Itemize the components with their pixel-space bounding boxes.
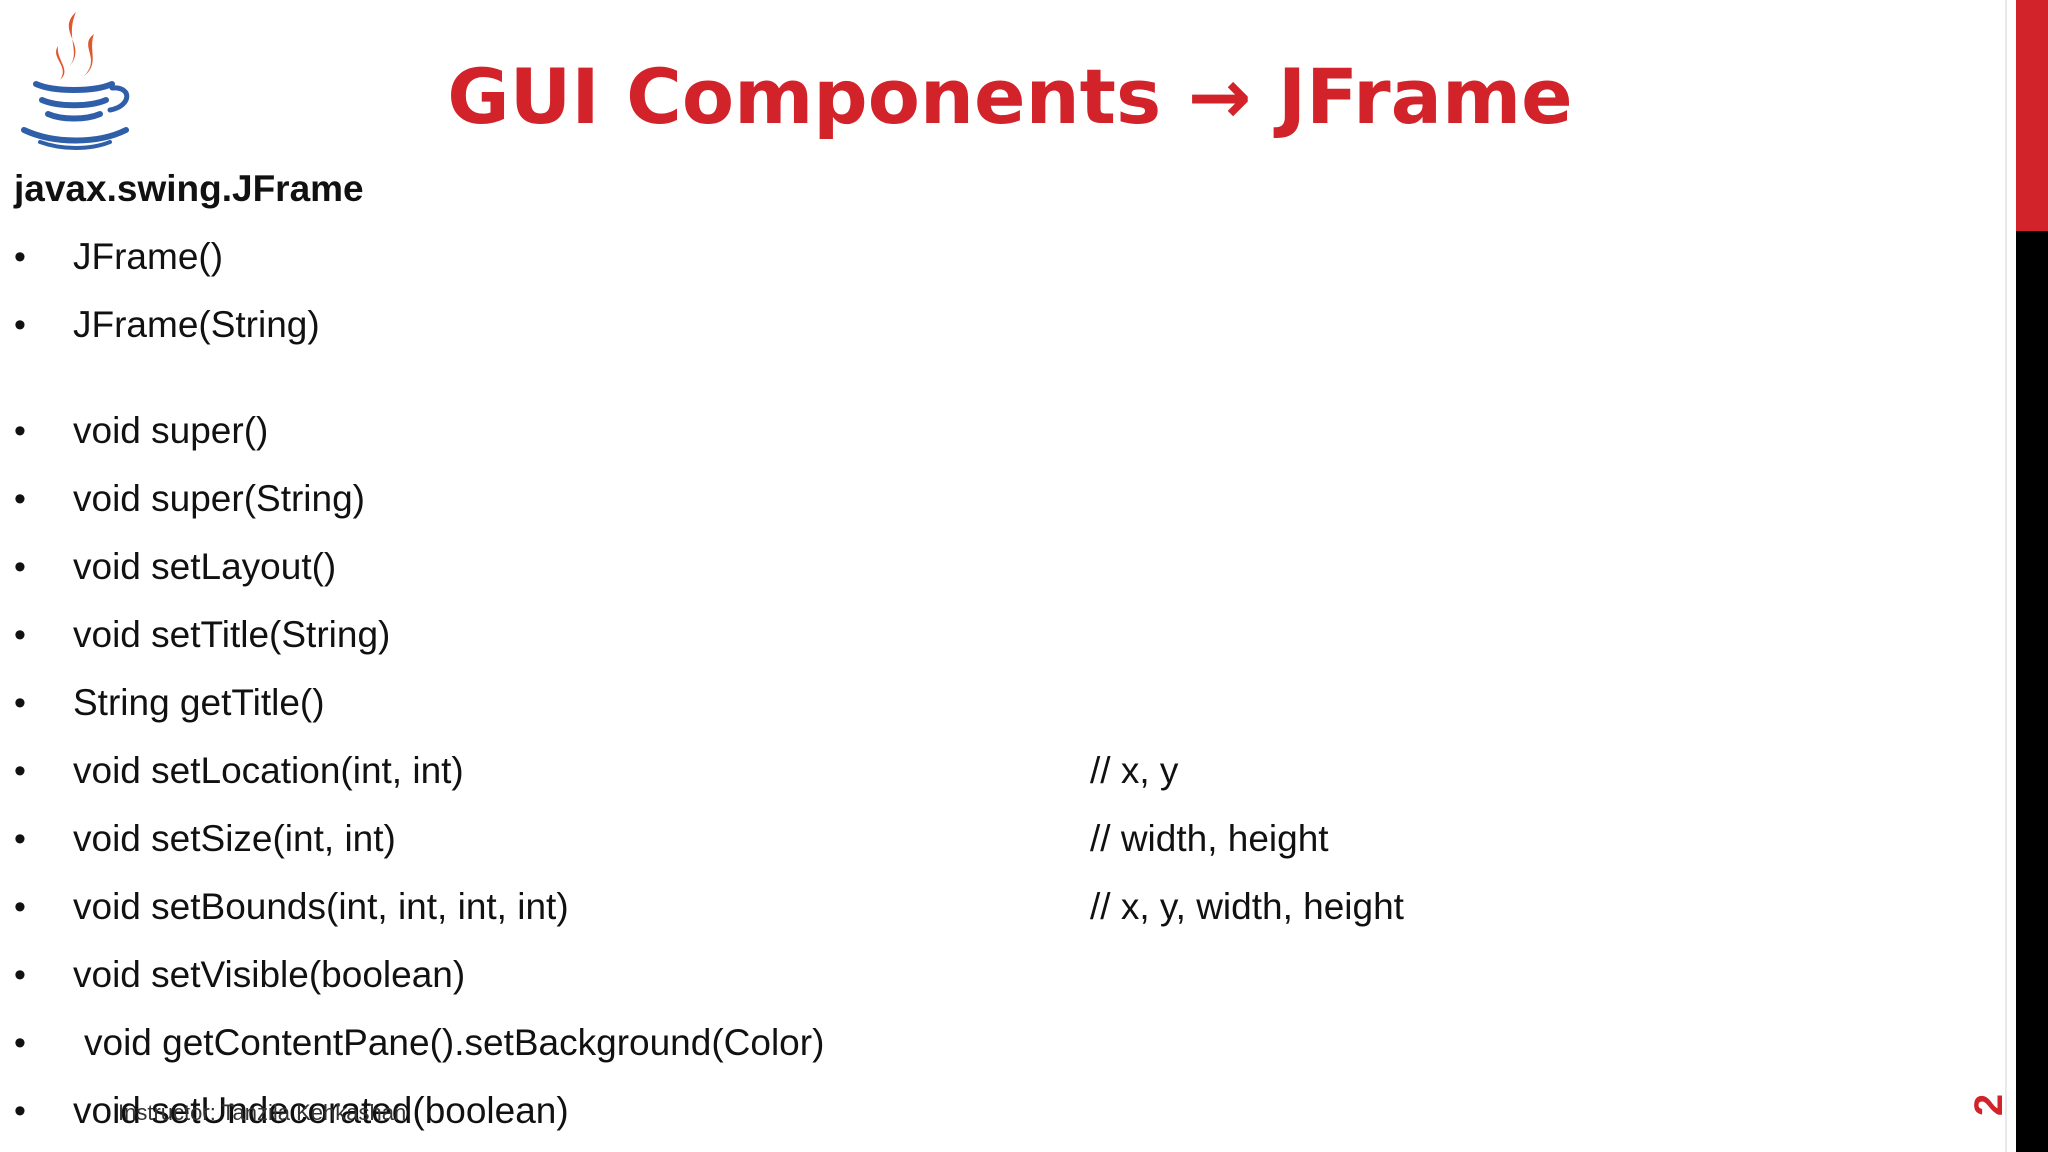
bullet-text: void setBounds(int, int, int, int)	[73, 886, 569, 927]
bullet-text: void getContentPane().setBackground(Colo…	[84, 1022, 825, 1063]
list-item: • void super()	[0, 408, 1600, 454]
bullet-icon: •	[14, 238, 26, 276]
bullet-text: JFrame()	[73, 236, 224, 277]
bullet-icon: •	[14, 888, 26, 926]
bullet-icon: •	[14, 1092, 26, 1130]
bullet-icon: •	[14, 616, 26, 654]
list-item: • JFrame()	[0, 234, 1600, 280]
bullet-icon: •	[14, 412, 26, 450]
list-item: • void super(String)	[0, 476, 1600, 522]
bullet-comment: // width, height	[1090, 818, 1329, 859]
bullet-text: void setUndecorated(boolean)	[73, 1090, 569, 1131]
bullet-icon: •	[14, 752, 26, 790]
bullet-text: void setVisible(boolean)	[73, 954, 466, 995]
bullet-icon: •	[14, 480, 26, 518]
bullet-text: void super(String)	[73, 478, 366, 519]
bullet-icon: •	[14, 820, 26, 858]
bullet-text: JFrame(String)	[73, 304, 320, 345]
bullet-text: void setLocation(int, int)	[73, 750, 464, 791]
list-item: • void setLayout()	[0, 544, 1600, 590]
bullet-comment: // x, y	[1090, 750, 1179, 791]
bullet-comment: // x, y, width, height	[1090, 886, 1404, 927]
bullet-text: void setSize(int, int)	[73, 818, 396, 859]
bullet-icon: •	[14, 956, 26, 994]
footer-instructor: Instructor: Tanzila Kehkashan	[118, 1100, 407, 1125]
list-item: • void getContentPane().setBackground(Co…	[0, 1020, 1600, 1066]
list-item: • void setLocation(int, int) // x, y	[0, 748, 1600, 794]
list-item: • void setUndecorated(boolean)	[0, 1088, 1600, 1134]
bullet-icon: •	[14, 306, 26, 344]
list-item: • void setSize(int, int) // width, heigh…	[0, 816, 1600, 862]
java-logo-icon	[21, 12, 130, 150]
bullet-icon: •	[14, 1024, 26, 1062]
bullet-icon: •	[14, 548, 26, 586]
side-band-accent	[2016, 0, 2048, 231]
slide-title: GUI Components → JFrame	[447, 52, 1573, 141]
list-item: • void setVisible(boolean)	[0, 952, 1600, 998]
list-item: • String getTitle()	[0, 680, 1600, 726]
bullet-text: String getTitle()	[73, 682, 325, 723]
list-item: • JFrame(String)	[0, 302, 1600, 348]
list-item: • void setBounds(int, int, int, int) // …	[0, 884, 1600, 930]
bullet-icon: •	[14, 684, 26, 722]
bullet-text: void super()	[73, 410, 269, 451]
side-divider	[2005, 0, 2007, 1152]
page-number: 2	[1967, 1093, 2011, 1117]
list-item: • void setTitle(String)	[0, 612, 1600, 658]
bullet-text: void setTitle(String)	[73, 614, 391, 655]
bullet-text: void setLayout()	[73, 546, 337, 587]
section-heading: javax.swing.JFrame	[14, 168, 364, 209]
